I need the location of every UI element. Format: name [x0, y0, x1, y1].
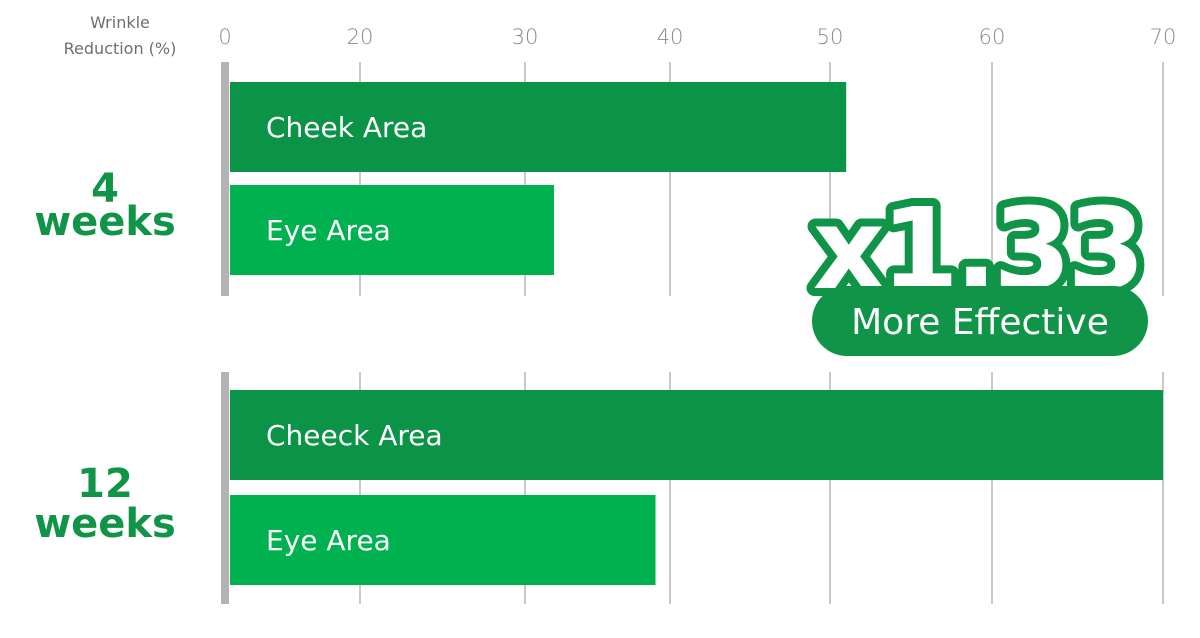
baseline — [221, 372, 229, 604]
bar — [230, 185, 554, 275]
x-tick-label: 70 — [1150, 25, 1177, 49]
x-tick-label: 50 — [817, 25, 844, 49]
bar-label: Cheek Area — [266, 111, 427, 144]
axis-title-line-2: Reduction (%) — [64, 39, 177, 58]
x-tick-label: 40 — [657, 25, 684, 49]
baselines — [221, 62, 229, 604]
badge-pill — [812, 286, 1148, 356]
effectiveness-badge: x1.33 More Effective — [805, 177, 1153, 356]
x-tick-label: 0 — [218, 25, 231, 49]
x-axis-title: Wrinkle Reduction (%) — [64, 13, 177, 58]
baseline — [221, 62, 229, 296]
bar-label: Cheeck Area — [266, 419, 443, 452]
bar — [230, 495, 656, 585]
bar — [230, 390, 1163, 480]
x-tick-label: 20 — [347, 25, 374, 49]
badge-caption: More Effective — [851, 302, 1109, 343]
x-axis-ticks: 0 20 30 40 50 60 70 — [218, 25, 1176, 49]
group-labels: 4 weeks 12 weeks — [34, 166, 176, 547]
group-label-12-unit: weeks — [34, 501, 176, 547]
axis-title-line-1: Wrinkle — [90, 13, 150, 32]
bar — [230, 82, 847, 172]
x-tick-label: 60 — [979, 25, 1006, 49]
bar-label: Eye Area — [266, 524, 391, 557]
bar-label: Eye Area — [266, 214, 391, 247]
x-tick-label: 30 — [512, 25, 539, 49]
group-label-4-number: 4 — [91, 166, 119, 212]
group-label-4-unit: weeks — [34, 199, 176, 245]
group-label-12-number: 12 — [77, 461, 133, 507]
